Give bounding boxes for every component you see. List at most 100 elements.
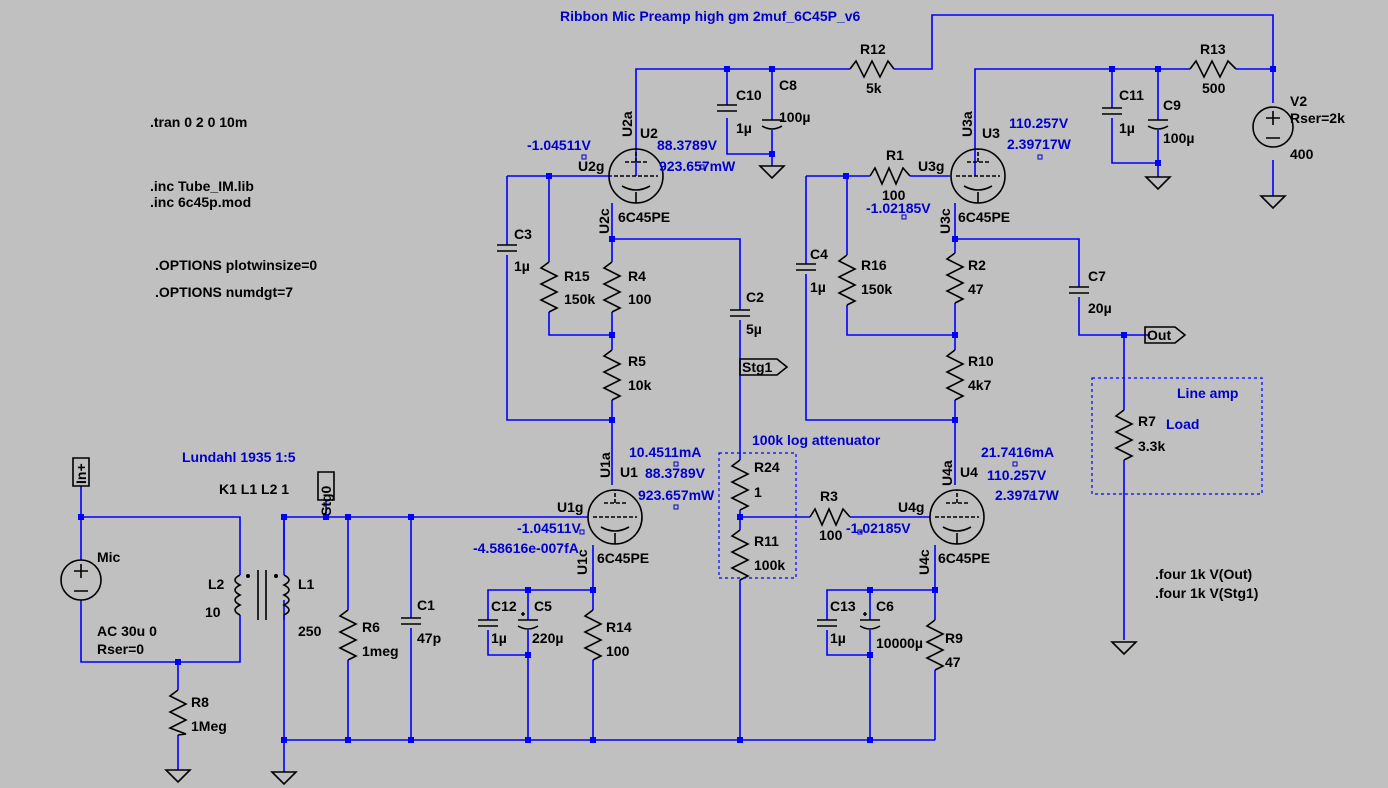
probe-markers: [579, 154, 1043, 535]
voltage-source-v2[interactable]: [1252, 106, 1294, 148]
label-l1-name: L1: [298, 576, 315, 592]
label-r2-value: 47: [968, 281, 984, 297]
label-c3-value: 1µ: [514, 258, 530, 274]
label-u1-pin-c: U1c: [574, 549, 590, 575]
capacitor-c6: [859, 612, 881, 630]
label-u3-model: 6C45PE: [958, 209, 1010, 225]
label-c1-value: 47p: [417, 630, 441, 646]
label-r6-name: R6: [362, 619, 380, 635]
label-u4-va: 110.257V: [987, 467, 1047, 483]
directive-tran: .tran 0 2 0 10m: [150, 114, 247, 130]
label-u1-va: 88.3789V: [645, 465, 706, 481]
net-label-out: Out: [1147, 327, 1171, 343]
label-r14-value: 100: [606, 643, 630, 659]
label-u4-vg: -1.02185V: [846, 520, 911, 536]
label-u4-name: U4: [960, 464, 978, 480]
label-r10-value: 4k7: [968, 377, 992, 393]
label-u2-pin-a: U2a: [619, 111, 635, 137]
label-r4-name: R4: [628, 268, 646, 284]
label-c10-value: 1µ: [736, 120, 752, 136]
label-r10-name: R10: [968, 353, 994, 369]
schematic-title: Ribbon Mic Preamp high gm 2muf_6C45P_v6: [560, 8, 861, 24]
label-c7-value: 20µ: [1088, 300, 1112, 316]
capacitor-c3: [497, 244, 517, 252]
label-u1-ig: -4.58616e-007fA: [473, 540, 579, 556]
directive-plotwinsize: .OPTIONS plotwinsize=0: [155, 257, 317, 273]
label-r3-name: R3: [820, 488, 838, 504]
tube-u1[interactable]: [587, 489, 643, 545]
label-r13-name: R13: [1200, 41, 1226, 57]
label-c5-name: C5: [534, 598, 552, 614]
resistor-r7: [1114, 409, 1134, 461]
label-u3-p: 2.39717W: [1007, 136, 1072, 152]
label-l1-value: 250: [298, 623, 322, 639]
resistors[interactable]: [168, 59, 1237, 736]
label-r6-value: 1meg: [362, 643, 399, 659]
label-u2-model: 6C45PE: [618, 209, 670, 225]
label-u3-pin-a: U3a: [959, 111, 975, 137]
transformer-lundahl[interactable]: [234, 517, 290, 620]
line-amp-box: [1091, 377, 1263, 495]
label-c4-name: C4: [810, 246, 828, 262]
capacitor-c2: [730, 309, 750, 317]
label-u4-pin-c: U4c: [916, 549, 932, 575]
label-u3-name: U3: [982, 125, 1000, 141]
resistor-r9: [925, 619, 945, 671]
label-r12-value: 5k: [866, 80, 882, 96]
capacitor-c7: [1069, 286, 1089, 294]
label-mic-value: AC 30u 0: [97, 623, 157, 639]
label-u1-p: 923.657mW: [638, 487, 715, 503]
capacitor-c5: [517, 612, 539, 630]
label-r13-value: 500: [1202, 80, 1226, 96]
label-r15-value: 150k: [564, 291, 595, 307]
resistor-r4: [602, 261, 622, 313]
capacitors[interactable]: [401, 104, 1169, 630]
line-amp-label: Line amp: [1177, 385, 1238, 401]
label-r16-name: R16: [861, 257, 887, 273]
label-r7-value: 3.3k: [1138, 438, 1165, 454]
resistor-r15: [539, 261, 559, 313]
label-c3-name: C3: [514, 226, 532, 242]
label-c12-name: C12: [491, 598, 517, 614]
voltage-source-mic[interactable]: [60, 559, 102, 601]
label-r24-value: 1: [754, 484, 762, 500]
net-flags: [72, 326, 1187, 501]
label-c13-value: 1µ: [830, 630, 846, 646]
label-c11-value: 1µ: [1119, 120, 1135, 136]
label-r1-name: R1: [886, 147, 904, 163]
label-u1-model: 6C45PE: [597, 550, 649, 566]
label-r9-value: 47: [945, 654, 961, 670]
resistor-r16: [837, 254, 857, 306]
label-r15-name: R15: [564, 268, 590, 284]
transformer-coupling: K1 L1 L2 1: [219, 481, 289, 497]
label-r1-value: 100: [882, 187, 906, 203]
label-u2-p: 923.657mW: [659, 158, 736, 174]
label-r24-name: R24: [754, 459, 780, 475]
resistor-r14: [583, 609, 603, 661]
label-l2-value: 10: [205, 604, 221, 620]
label-u2-pin-c: U2c: [596, 208, 612, 234]
label-mic-name: Mic: [97, 549, 121, 565]
label-c12-value: 1µ: [491, 630, 507, 646]
label-r9-name: R9: [945, 630, 963, 646]
directive-four-out: .four 1k V(Out): [1155, 566, 1252, 582]
junctions: [78, 66, 1276, 743]
capacitor-c1: [401, 617, 421, 625]
tube-u3[interactable]: [950, 148, 1006, 204]
label-v2-name: V2: [1290, 93, 1307, 109]
label-u2-va: 88.3789V: [657, 137, 718, 153]
label-r4-value: 100: [628, 291, 652, 307]
capacitor-c10: [717, 104, 737, 112]
label-r8-name: R8: [191, 694, 209, 710]
label-c2-name: C2: [746, 289, 764, 305]
tube-u4[interactable]: [929, 489, 985, 545]
label-c6-value: 10000µ: [876, 635, 923, 651]
label-c6-name: C6: [876, 598, 894, 614]
label-l2-name: L2: [208, 576, 225, 592]
capacitor-c4: [796, 263, 816, 271]
capacitor-c13: [817, 619, 837, 627]
label-u3-va: 110.257V: [1009, 115, 1069, 131]
tube-u2[interactable]: [608, 148, 664, 204]
load-label: Load: [1166, 416, 1199, 432]
